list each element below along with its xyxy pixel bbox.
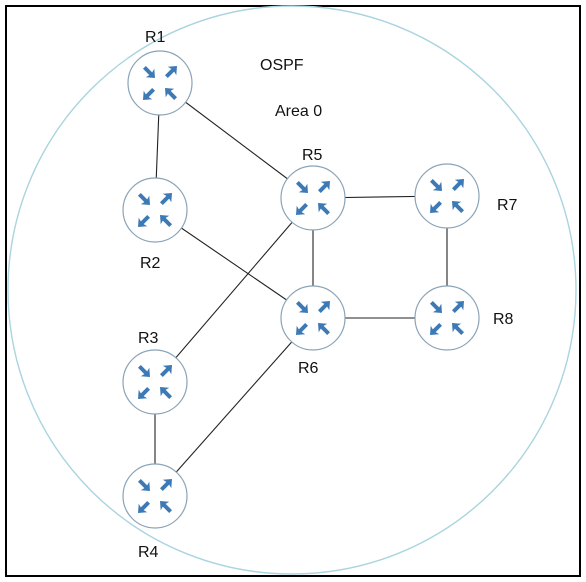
router-arrow-icon (429, 300, 442, 313)
router-r8[interactable] (414, 285, 480, 351)
router-label-r1: R1 (145, 29, 166, 46)
router-arrow-icon (452, 201, 465, 214)
router-arrow-icon (160, 215, 173, 228)
router-arrow-icon (296, 322, 309, 335)
router-arrow-icon (159, 479, 172, 492)
router-icon (122, 349, 188, 415)
router-arrow-icon (142, 65, 155, 78)
router-icon (414, 163, 480, 229)
router-arrow-icon (430, 200, 443, 213)
router-arrow-icon (318, 203, 331, 216)
router-arrow-icon (164, 66, 177, 79)
router-arrow-icon (452, 323, 465, 336)
router-label-r6: R6 (298, 360, 319, 377)
protocol-label: OSPF (260, 57, 304, 74)
router-icon (280, 285, 346, 351)
router-r2[interactable] (122, 177, 188, 243)
router-r7[interactable] (414, 163, 480, 229)
ospf-area-boundary (7, 5, 577, 575)
router-arrow-icon (317, 301, 330, 314)
router-r3[interactable] (122, 349, 188, 415)
router-icon (127, 50, 193, 116)
router-icon (280, 165, 346, 231)
router-label-r3: R3 (138, 330, 159, 347)
router-label-r8: R8 (493, 311, 514, 328)
router-arrow-icon (317, 181, 330, 194)
link-r3-r5 (154, 197, 314, 383)
router-arrow-icon (159, 193, 172, 206)
router-icon (122, 463, 188, 529)
area-label: Area 0 (275, 103, 322, 120)
router-r5[interactable] (280, 165, 346, 231)
router-arrow-icon (159, 365, 172, 378)
router-arrow-icon (295, 180, 308, 193)
router-arrow-icon (430, 322, 443, 335)
router-arrow-icon (451, 179, 464, 192)
router-arrow-icon (143, 87, 156, 100)
router-arrow-icon (296, 202, 309, 215)
router-r1[interactable] (127, 50, 193, 116)
router-icon (414, 285, 480, 351)
router-arrow-icon (160, 387, 173, 400)
router-arrow-icon (429, 178, 442, 191)
router-arrow-icon (138, 386, 151, 399)
router-icon (122, 177, 188, 243)
router-arrow-icon (138, 214, 151, 227)
router-arrow-icon (451, 301, 464, 314)
router-arrow-icon (137, 192, 150, 205)
router-r4[interactable] (122, 463, 188, 529)
router-arrow-icon (137, 364, 150, 377)
link-r4-r6 (154, 317, 314, 497)
router-r6[interactable] (280, 285, 346, 351)
router-arrow-icon (295, 300, 308, 313)
router-arrow-icon (138, 500, 151, 513)
router-label-r7: R7 (497, 197, 518, 214)
router-label-r5: R5 (302, 147, 323, 164)
router-arrow-icon (165, 88, 178, 101)
router-label-r4: R4 (138, 544, 159, 561)
router-arrow-icon (137, 478, 150, 491)
router-arrow-icon (318, 323, 331, 336)
router-label-r2: R2 (140, 255, 161, 272)
router-arrow-icon (160, 501, 173, 514)
